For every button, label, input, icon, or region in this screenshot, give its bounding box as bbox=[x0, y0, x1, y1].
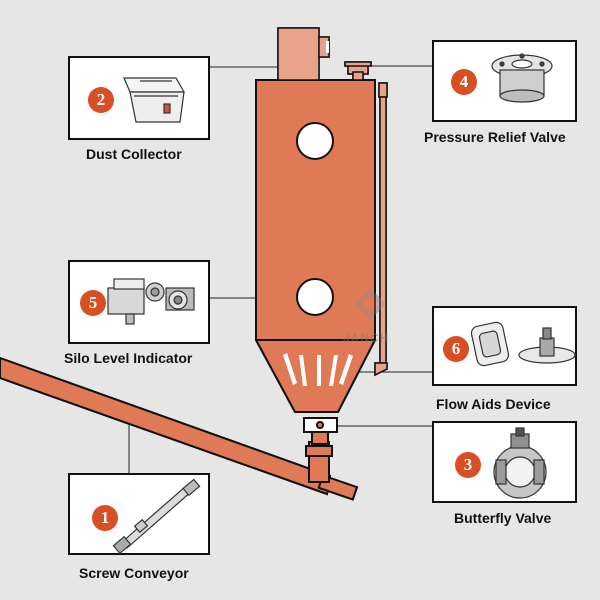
top-pressure-relief-valve bbox=[344, 61, 372, 81]
caption-flow-aids-device: Flow Aids Device bbox=[436, 396, 551, 412]
silo-port-lower bbox=[296, 278, 334, 316]
caption-dust-collector: Dust Collector bbox=[86, 146, 182, 162]
component-box-silo-level-indicator: 5 bbox=[68, 260, 210, 344]
silo-body bbox=[255, 79, 376, 413]
caption-screw-conveyor: Screw Conveyor bbox=[79, 565, 189, 581]
caption-pressure-relief-valve: Pressure Relief Valve bbox=[424, 129, 566, 145]
caption-silo-level-indicator: Silo Level Indicator bbox=[64, 350, 193, 366]
component-box-flow-aids-device: 6 bbox=[432, 306, 577, 386]
component-number-badge: 4 bbox=[451, 69, 477, 95]
component-box-screw-conveyor: 1 bbox=[68, 473, 210, 555]
component-number-badge: 1 bbox=[92, 505, 118, 531]
component-box-butterfly-valve: 3 bbox=[432, 421, 577, 503]
component-number-badge: 5 bbox=[80, 290, 106, 316]
component-number-badge: 6 bbox=[443, 336, 469, 362]
caption-butterfly-valve: Butterfly Valve bbox=[454, 510, 552, 526]
component-box-pressure-relief-valve: 4 bbox=[432, 40, 577, 122]
discharge-butterfly-valve bbox=[303, 417, 338, 445]
component-box-dust-collector: 2 bbox=[68, 56, 210, 140]
top-dust-collector bbox=[277, 27, 330, 81]
component-number-badge: 3 bbox=[455, 452, 481, 478]
watermark-text: JANCH bbox=[343, 331, 390, 345]
silo-port-upper bbox=[296, 122, 334, 160]
component-number-badge: 2 bbox=[88, 87, 114, 113]
